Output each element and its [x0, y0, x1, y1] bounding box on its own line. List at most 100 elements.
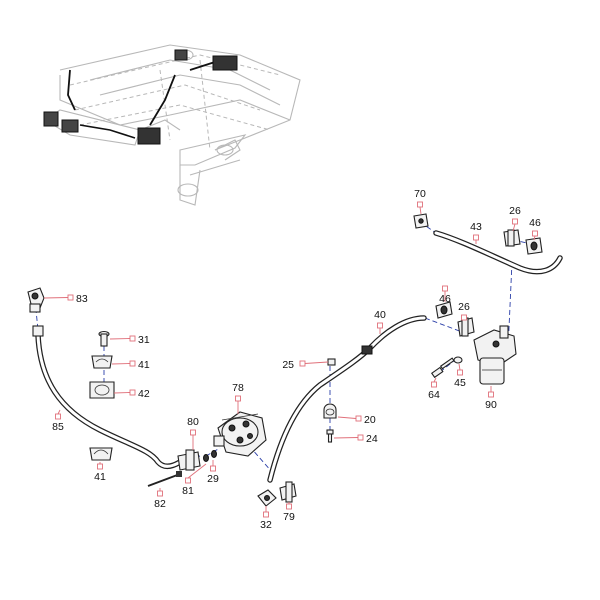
hose-end-85 [32, 325, 44, 337]
callout-label: 26 [509, 205, 521, 217]
callout-marker [488, 391, 494, 398]
callout-label: 46 [529, 217, 541, 229]
callout-c42: 42 [113, 388, 150, 400]
fitting-32 [257, 489, 277, 507]
fitting-79 [279, 481, 297, 503]
callout-label: 32 [260, 519, 272, 531]
callout-label: 85 [52, 421, 64, 433]
callout-c81: 81 [182, 463, 207, 497]
callout-c78: 78 [232, 382, 244, 414]
callout-label: 41 [94, 471, 106, 483]
callout-marker [457, 369, 463, 376]
callout-c46a: 46 [529, 217, 541, 241]
callout-label: 81 [182, 485, 194, 497]
callout-label: 40 [374, 309, 386, 321]
callout-label: 79 [283, 511, 295, 523]
callout-c46b: 46 [439, 285, 451, 305]
leader-line [419, 206, 422, 215]
callout-marker [442, 285, 448, 292]
callout-label: 80 [187, 416, 199, 428]
leader-line [111, 363, 131, 365]
callout-label: 24 [366, 433, 378, 445]
callout-marker [129, 360, 136, 367]
callout-label: 78 [232, 382, 244, 394]
callout-label: 46 [439, 293, 451, 305]
oring-81 [203, 454, 209, 462]
callout-marker [97, 463, 103, 470]
callout-c70: 70 [414, 188, 426, 215]
elbow-fitting-83 [27, 287, 45, 313]
callout-marker [417, 201, 423, 208]
leader-line [458, 363, 461, 371]
callout-marker [286, 503, 292, 510]
callouts: 7026464383314142854140462625788081298220… [43, 188, 541, 531]
bolt-31 [98, 330, 110, 347]
callout-marker [157, 490, 163, 497]
callout-label: 31 [138, 334, 150, 346]
leader-line [187, 463, 207, 479]
callout-c31: 31 [109, 334, 150, 346]
callout-marker [210, 465, 216, 472]
callout-marker [235, 395, 241, 402]
hose-85 [35, 332, 183, 470]
leader-line [43, 297, 69, 299]
callout-marker [512, 218, 518, 225]
pin-82 [147, 471, 182, 487]
callout-marker [263, 511, 269, 518]
clamp-41-lower [89, 447, 113, 461]
leader-line [333, 437, 359, 439]
callout-label: 42 [138, 388, 150, 400]
oring-29 [211, 450, 217, 458]
callout-c24: 24 [333, 433, 378, 445]
filter-90 [473, 325, 517, 385]
leader-line [57, 409, 61, 415]
fitting-46-lower [435, 301, 453, 319]
overview-thumbnail [43, 44, 301, 206]
callout-c26a: 26 [509, 205, 521, 232]
leader-line [433, 377, 437, 383]
callout-c25: 25 [282, 359, 329, 371]
fitting-26-upper [503, 229, 521, 247]
hose-40 [267, 315, 427, 483]
hose-43 [433, 230, 563, 275]
callout-c41a: 41 [111, 359, 150, 371]
leader-line [109, 338, 131, 340]
clamp-41-upper [91, 355, 113, 369]
callout-c79: 79 [283, 502, 295, 523]
callout-c64: 64 [428, 377, 440, 401]
fitting-70 [413, 213, 429, 229]
leader-line [512, 223, 516, 232]
fitting-46-upper [525, 237, 543, 255]
callout-label: 83 [76, 293, 88, 305]
callout-c29: 29 [207, 460, 219, 485]
callout-c45: 45 [454, 363, 466, 389]
bolt-24 [326, 429, 334, 443]
callout-label: 20 [364, 414, 376, 426]
callout-marker [67, 294, 74, 301]
callout-label: 41 [138, 359, 150, 371]
hydraulic-pump-78 [213, 411, 267, 457]
callout-c20: 20 [337, 414, 376, 426]
callout-label: 29 [207, 473, 219, 485]
callout-label: 82 [154, 498, 166, 510]
callout-c26b: 26 [458, 301, 470, 321]
callout-c82: 82 [154, 488, 166, 510]
fitting-26-lower [457, 317, 475, 337]
callout-marker [532, 230, 538, 237]
callout-c85: 85 [52, 409, 64, 433]
callout-label: 90 [485, 399, 497, 411]
leader-line [113, 392, 131, 394]
leader-line [337, 416, 357, 419]
callout-marker [55, 413, 61, 420]
leader-line [304, 361, 329, 364]
clamp-20 [323, 403, 337, 419]
leader-line [533, 235, 536, 241]
callout-marker [185, 477, 191, 484]
callout-marker [299, 360, 306, 367]
callout-marker [357, 434, 364, 441]
callout-label: 45 [454, 377, 466, 389]
callout-c41b: 41 [94, 462, 106, 483]
hose-clip-40 [361, 345, 373, 355]
